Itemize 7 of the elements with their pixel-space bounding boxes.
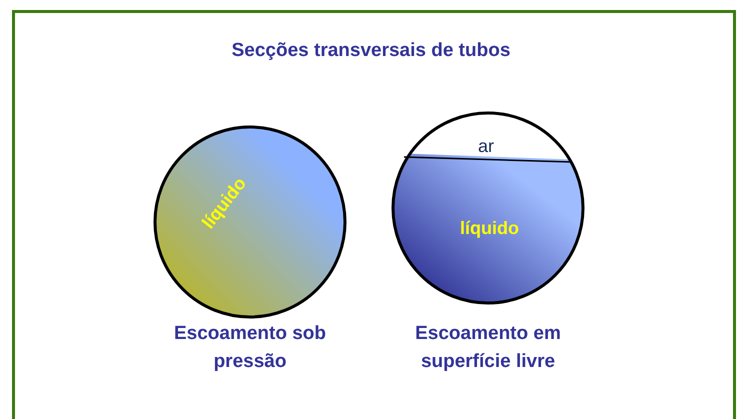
node-label: Escoamento sob pressão [172, 322, 328, 374]
air-label: ar [478, 136, 494, 157]
node-label: Escoamento em superfície livre [414, 322, 562, 374]
liquid-label: líquido [460, 218, 519, 239]
title: Secções transversais de tubos [230, 40, 512, 62]
pipe-cross-section [391, 111, 585, 305]
pipe-cross-section [153, 125, 347, 319]
